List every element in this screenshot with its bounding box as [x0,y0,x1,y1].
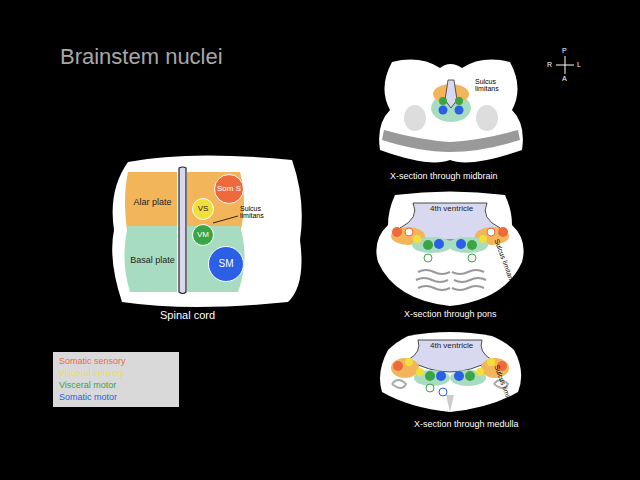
caption: X-section through pons [404,310,497,319]
sulcus-label: Sulcus limitans [475,78,515,93]
compass-letter: L [577,61,581,68]
plate-region: Alar plate [130,180,175,226]
legend-box: Somatic sensoryVisceral sensoryVisceral … [53,352,179,407]
compass-letter: R [547,61,552,68]
midbrain-region [404,105,426,131]
ventricle-label: 4th ventricle [430,342,473,350]
node-label: Alar plate [133,198,171,207]
node-label: VM [197,231,209,239]
pons-outline [376,192,523,307]
legend-entry: Somatic motor [59,391,173,403]
alar-plate-right [187,172,244,234]
fourth-ventricle [408,340,492,372]
plate-region: Som S [214,174,244,204]
pyramid [446,395,454,412]
caption: X-section through midbrain [390,172,498,181]
ventricle-label: 4th ventricle [430,205,473,213]
spinal-cord-outline [112,155,302,307]
basal-plate-left [124,226,177,292]
caption: X-section through medulla [414,420,519,429]
plate-region: Basal plate [130,238,175,284]
leader-line [213,216,238,223]
legend-entry: Visceral motor [59,379,173,391]
compass-letter: P [562,47,567,54]
pontine-fibres [416,270,486,290]
plate-region: SM [208,246,244,282]
node-label: SM [219,259,234,270]
compass [556,56,574,74]
legend-entry: Somatic sensory [59,355,173,367]
legend-entry: Visceral sensory [59,367,173,379]
central-canal [179,167,186,294]
medulla-outline [380,332,521,412]
cerebral-peduncle [382,130,520,152]
node-label: VS [198,205,209,213]
sulcus-label: Sulcus limitans [240,205,280,220]
plate-region: VM [192,224,214,246]
plate-region: VS [192,198,214,220]
title: Brainstem nuclei [60,44,223,70]
node-label: Basal plate [130,256,175,265]
midbrain-region [476,105,498,131]
compass-letter: A [562,75,567,82]
midbrain-outline [379,60,523,163]
caption: Spinal cord [160,310,215,322]
node-label: Som S [217,185,241,193]
cerebral-aqueduct [445,80,457,108]
